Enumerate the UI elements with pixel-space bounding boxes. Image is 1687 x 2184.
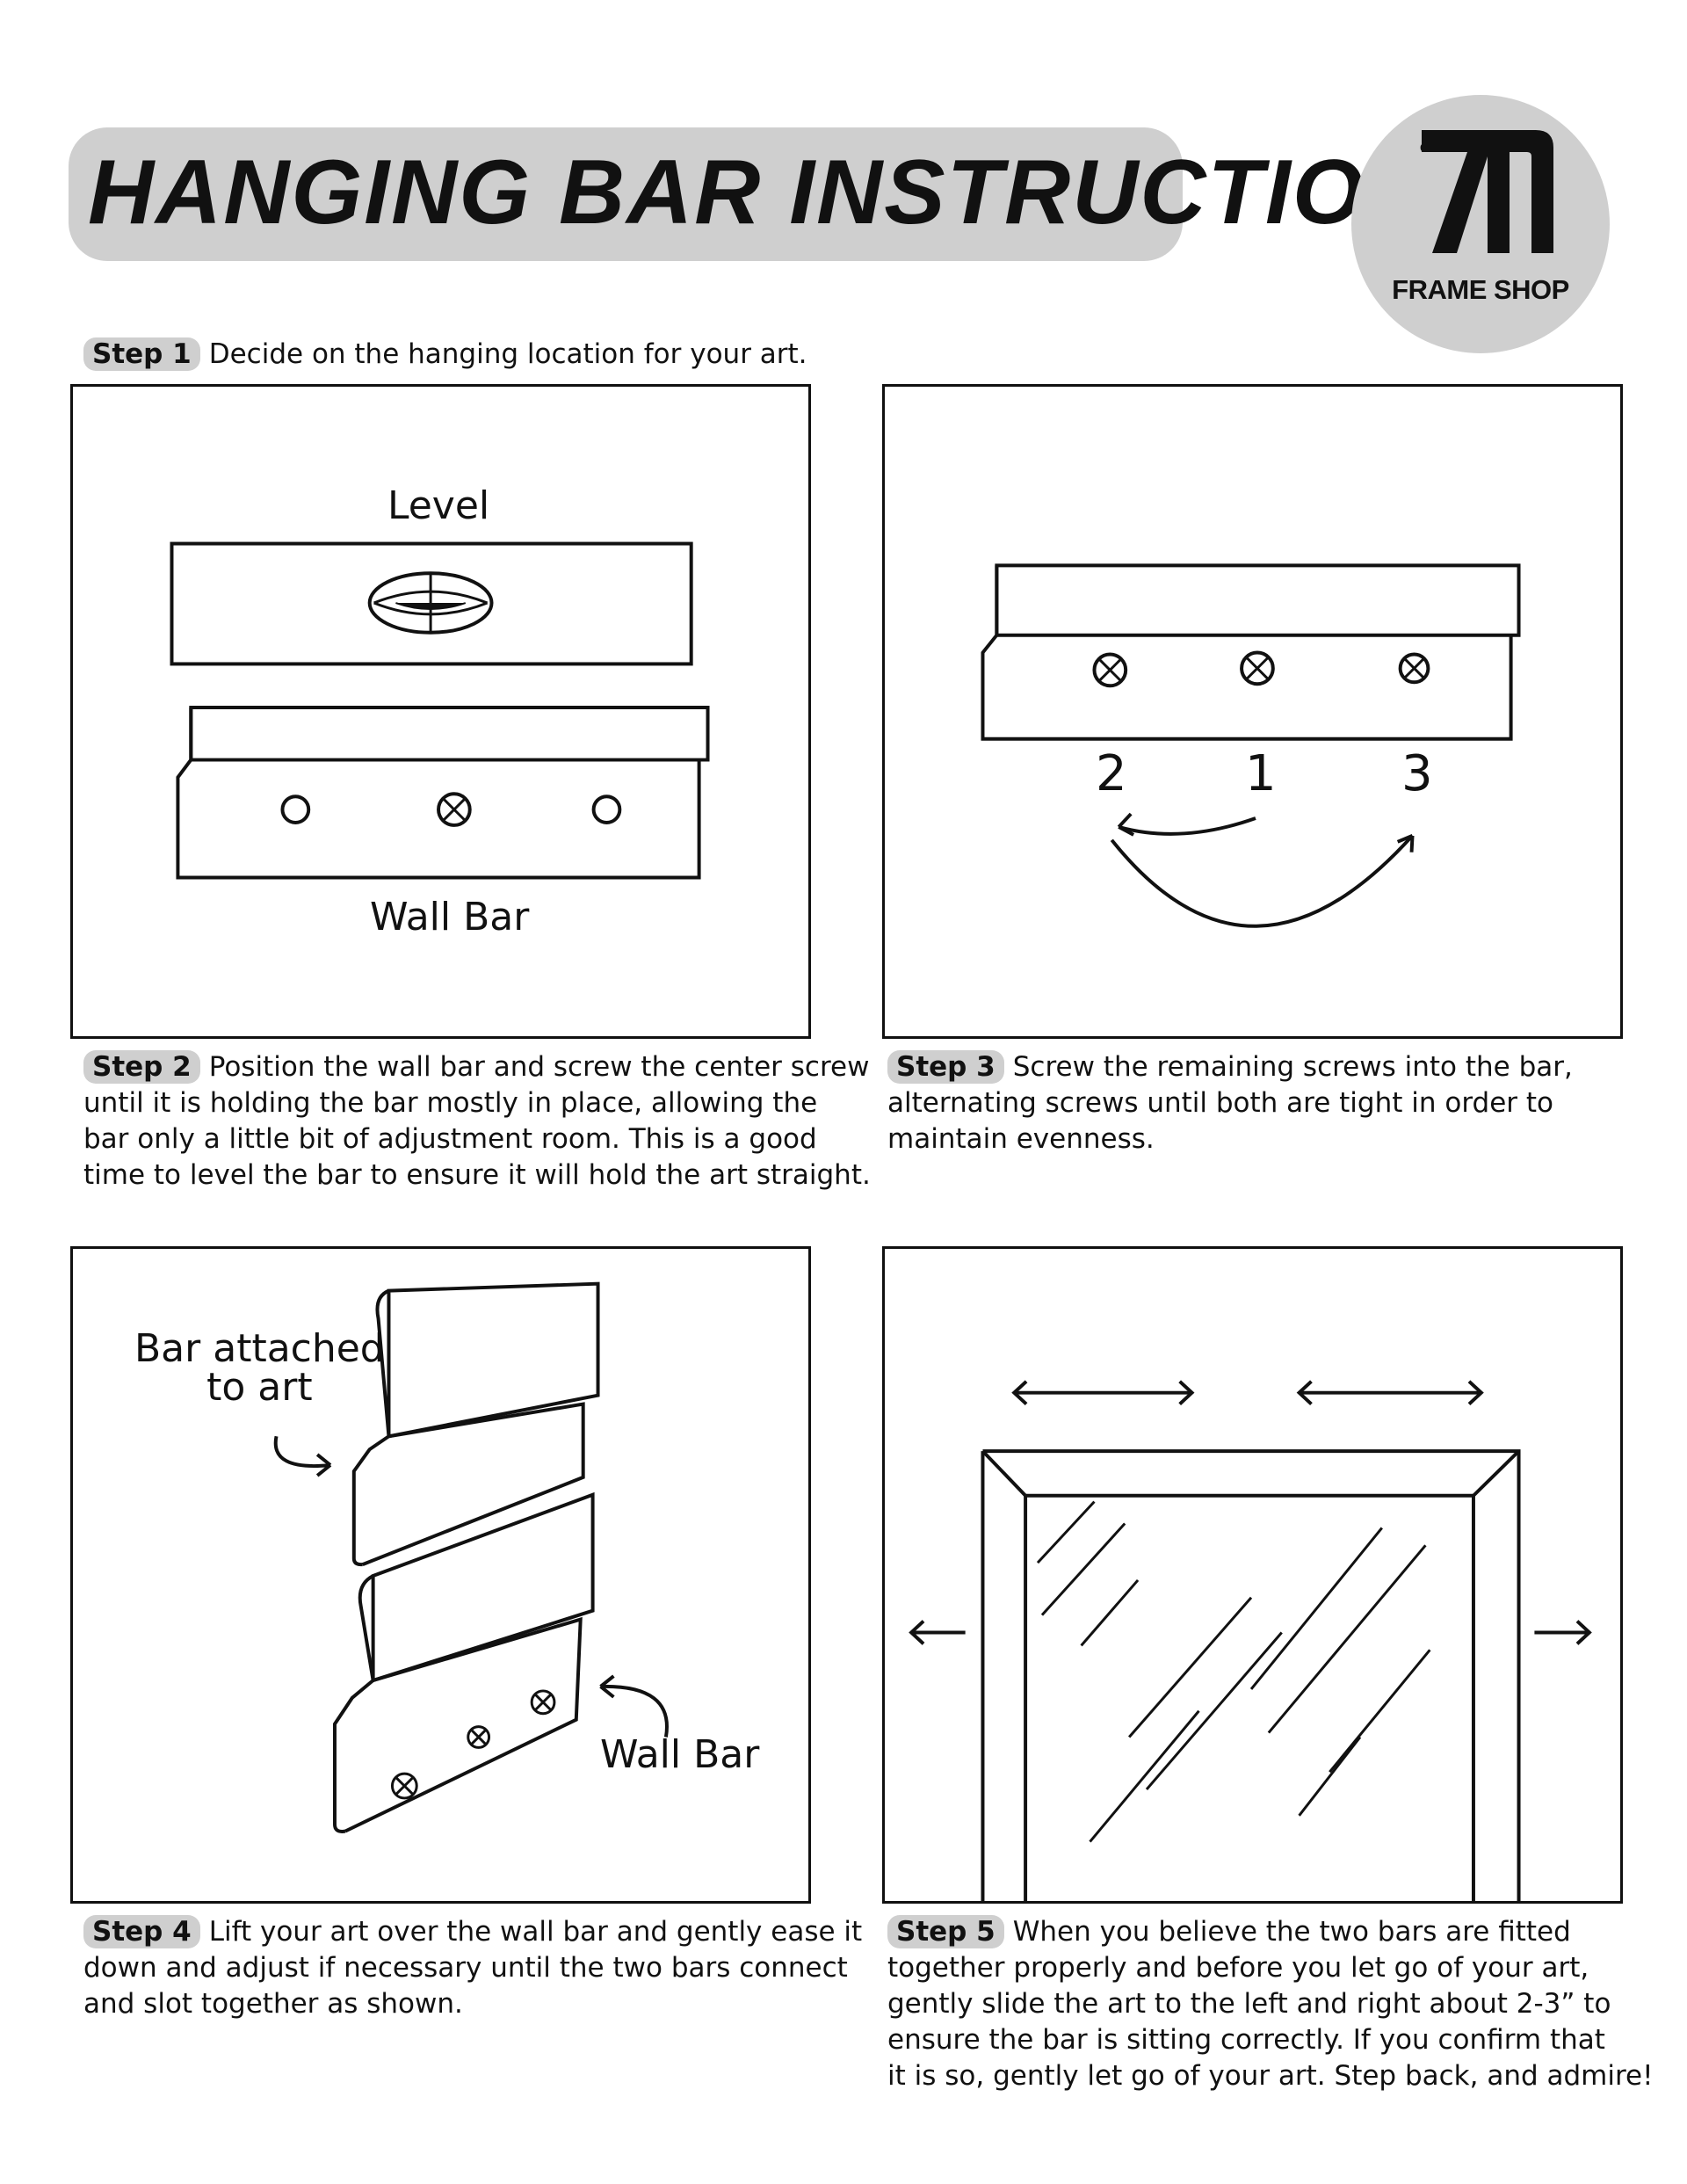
step-text: down and adjust if necessary until the t… xyxy=(83,1952,848,1984)
wall-bar-label: Wall Bar xyxy=(370,895,530,940)
step-text: Position the wall bar and screw the cent… xyxy=(208,1051,870,1083)
step-badge: Step 1 xyxy=(83,337,200,371)
step-badge: Step 5 xyxy=(887,1915,1004,1948)
level-label: Level xyxy=(387,483,490,528)
logo-bottom-text: FRAME SHOP xyxy=(1392,274,1569,305)
curved-arrow-icon xyxy=(1110,812,1415,928)
step-text: maintain evenness. xyxy=(887,1123,1155,1155)
logo-71-icon xyxy=(1422,130,1553,253)
frame-icon xyxy=(981,1449,1521,1901)
double-arrow-icon xyxy=(909,1380,1592,1645)
step-text: Screw the remaining screws into the bar, xyxy=(1012,1051,1573,1083)
step-text: bar only a little bit of adjustment room… xyxy=(83,1123,817,1155)
step-text: gently slide the art to the left and rig… xyxy=(887,1988,1611,2020)
step-text: time to level the bar to ensure it will … xyxy=(83,1159,871,1191)
order-label-1: 1 xyxy=(1245,745,1277,802)
level-icon xyxy=(170,541,693,666)
step-badge: Step 3 xyxy=(887,1050,1004,1084)
step-badge: Step 2 xyxy=(83,1050,200,1084)
step-text: alternating screws until both are tight … xyxy=(887,1087,1553,1119)
gallery-logo: GALLERY FRAME SHOP xyxy=(1351,95,1610,353)
step-text: Decide on the hanging location for your … xyxy=(208,338,807,370)
illustration-level-and-bar: Level Wall Bar xyxy=(70,384,811,1039)
screw-icon xyxy=(981,563,1521,741)
page-title: HANGING BAR INSTRUCTIONS xyxy=(88,141,1496,243)
step-badge: Step 4 xyxy=(83,1915,200,1948)
wall-bar-label: Wall Bar xyxy=(600,1732,760,1777)
step-text: and slot together as shown. xyxy=(83,1988,463,2020)
order-label-2: 2 xyxy=(1096,745,1127,802)
bar-attached-label: Bar attached to art xyxy=(134,1326,385,1410)
title-banner xyxy=(69,127,1183,261)
wall-bar-icon xyxy=(273,1281,669,1833)
step-text: ensure the bar is sitting correctly. If … xyxy=(887,2024,1605,2056)
illustration-frame-slide xyxy=(882,1246,1623,1904)
step-text: together properly and before you let go … xyxy=(887,1952,1589,1984)
illustration-bars-slotting: Bar attached to art Wall Bar xyxy=(70,1246,811,1904)
order-label-3: 3 xyxy=(1401,745,1433,802)
step-text: Lift your art over the wall bar and gent… xyxy=(208,1916,863,1948)
illustration-screw-order: 2 1 3 xyxy=(882,384,1623,1039)
step-text: until it is holding the bar mostly in pl… xyxy=(83,1087,818,1119)
step-text: When you believe the two bars are fitted xyxy=(1012,1916,1571,1948)
step-text: it is so, gently let go of your art. Ste… xyxy=(887,2060,1654,2092)
